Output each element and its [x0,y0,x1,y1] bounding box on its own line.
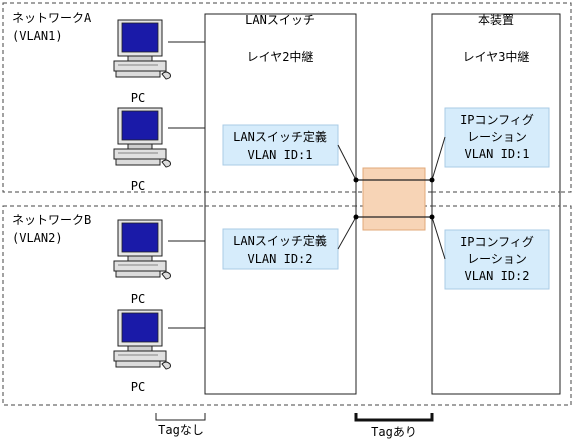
pc-icon [113,309,171,370]
tag-none-label: Tagなし [158,423,204,437]
tag-with-label: Tagあり [371,425,417,439]
lan-switch-title: LANスイッチ [245,13,315,27]
lan-switch-box [204,13,357,395]
device-box [431,13,561,395]
lan-switch-def-1-line2: VLAN ID:1 [247,148,312,162]
ip-config-2 [444,229,550,290]
port-dot [353,214,359,220]
network-a-region [2,2,572,193]
pc-label: PC [131,179,145,193]
network-a-vlan: (VLAN1) [12,29,63,43]
ip-config-2-line3: VLAN ID:2 [464,269,529,283]
tag-with-bracket [354,413,434,422]
port-dot [429,214,435,220]
lan-switch-def-2-line1: LANスイッチ定義 [233,233,327,248]
lan-switch-def-1 [222,124,339,166]
ip-config-1-line2: レーション [467,130,527,144]
lan-switch-def-1-line1: LANスイッチ定義 [233,129,327,144]
tag-none-bracket [155,413,206,421]
ip-config-1-line3: VLAN ID:1 [464,147,529,161]
pc-label: PC [131,380,145,394]
ip-config-1-line1: IPコンフィグ [460,113,534,127]
pc-icon [113,107,171,168]
ip-config-2-line1: IPコンフィグ [460,235,534,249]
ip-config-1 [444,107,550,168]
pc-label: PC [131,91,145,105]
device-subtitle: レイヤ3中継 [463,49,530,64]
pc-icon [113,19,171,80]
device-title: 本装置 [478,13,514,27]
ip-config-2-line2: レーション [467,252,527,266]
network-a-name: ネットワークA [12,11,92,25]
network-b-vlan: (VLAN2) [12,231,63,245]
network-b-name: ネットワークB [12,213,91,227]
lan-switch-def-2-line2: VLAN ID:2 [247,252,312,266]
trunk-band [362,167,426,231]
port-dot [429,177,435,183]
pc-icon [113,219,171,280]
lan-switch-subtitle: レイヤ2中継 [247,49,314,64]
port-dot [353,177,359,183]
pc-label: PC [131,292,145,306]
